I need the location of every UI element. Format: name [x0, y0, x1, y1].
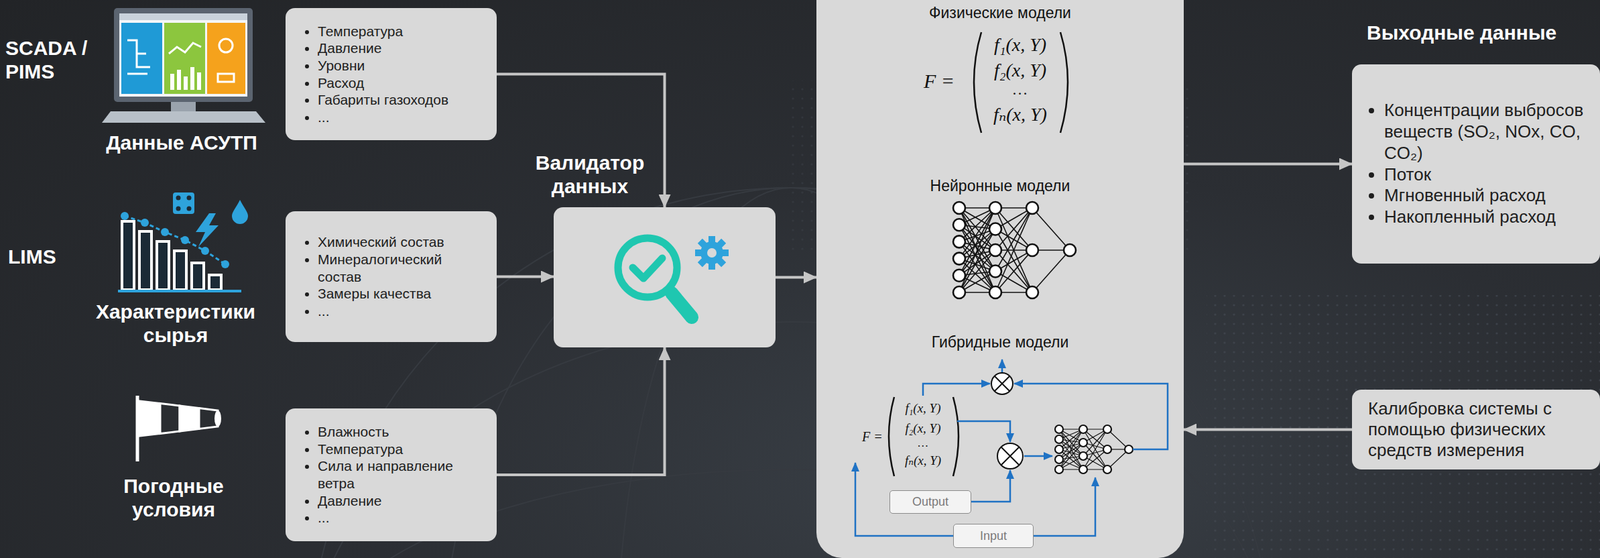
flow-arrow	[496, 347, 665, 475]
box-text: Калибровка системы с помощью физических …	[1368, 398, 1591, 462]
bullet-item: Уровни	[317, 56, 449, 75]
section-title: Нейронные модели	[816, 176, 1184, 196]
bullet-item: Габариты газоходов	[317, 91, 449, 109]
formula-text: f₁(x, Y)	[976, 34, 1064, 56]
multiply-symbol	[991, 372, 1023, 469]
flow-arrow	[496, 74, 665, 208]
bullet-item: Минералогический состав	[317, 250, 486, 285]
neural-network-icon	[1055, 424, 1133, 474]
calibration-box: Калибровка системы с помощью физических …	[1351, 389, 1600, 470]
icon-caption: Характеристики сырья	[75, 300, 277, 347]
bullet-item: ...	[317, 108, 449, 127]
validator-box: Валидатор данных	[553, 207, 776, 348]
formula-text: F =	[862, 428, 889, 444]
bullet-item: ...	[317, 508, 486, 527]
output-data-box: Выходные данныеКонцентрации выбросов вещ…	[1351, 64, 1600, 264]
models-illustration	[816, 0, 1184, 558]
output-box: Output	[889, 489, 972, 514]
bullet-item: Давление	[317, 39, 449, 57]
icon-caption: Погодные условия	[89, 474, 258, 521]
bullet-item: Мгновенный расход	[1384, 185, 1591, 207]
bullet-list: ВлажностьТемператураСила и направление в…	[289, 422, 486, 527]
formula-text: fₙ(x, Y)	[976, 104, 1064, 126]
formula-text: f₁(x, Y)	[892, 401, 954, 416]
windsock-icon	[137, 395, 222, 462]
bullet-item: Температура	[317, 440, 486, 458]
validator-icon	[553, 207, 776, 348]
raw-material-icon	[117, 192, 249, 291]
bullet-item: Давление	[317, 491, 486, 510]
bullet-list: ТемператураДавлениеУровниРасходГабариты …	[289, 22, 449, 127]
bullet-item: ...	[317, 302, 486, 320]
flow-arrow	[496, 275, 554, 279]
flow-arrow	[1183, 428, 1352, 432]
node-heading: Выходные данные	[1366, 21, 1595, 45]
bullet-item: Сила и направление ветра	[317, 457, 486, 492]
bullet-item: Накопленный расход	[1384, 206, 1591, 228]
input-box: Input	[953, 523, 1034, 548]
bullet-item: Концентрации выбросов веществ (SO₂, NOx,…	[1384, 99, 1591, 164]
bullet-list: Химический составМинералогический состав…	[289, 233, 486, 320]
formula-text: …	[892, 437, 954, 450]
system-label: LIMS	[8, 245, 102, 269]
formula-text: F =	[923, 69, 972, 92]
input-data-box: ТемператураДавлениеУровниРасходГабариты …	[285, 8, 497, 141]
bullet-item: Температура	[317, 22, 449, 41]
input-data-box: ВлажностьТемператураСила и направление в…	[285, 408, 497, 541]
box-text: Input	[979, 528, 1007, 543]
formula-text: …	[976, 80, 1064, 98]
section-title: Физические модели	[816, 4, 1184, 23]
bullet-list: Концентрации выбросов веществ (SO₂, NOx,…	[1354, 99, 1591, 228]
section-title: Гибридные модели	[816, 333, 1184, 352]
hybrid-flow-lines	[855, 359, 1168, 536]
formula-text: fₙ(x, Y)	[892, 453, 954, 468]
icon-caption: Данные АСУТП	[74, 131, 289, 155]
matrix-brackets	[888, 32, 1068, 476]
flow-arrow	[1183, 162, 1352, 166]
bullet-item: Поток	[1384, 164, 1591, 186]
neural-network-icon	[953, 201, 1076, 299]
bullet-item: Химический состав	[317, 233, 486, 251]
bullet-item: Расход	[317, 74, 449, 92]
formula-text: f₂(x, Y)	[976, 60, 1064, 82]
bullet-item: Замеры качества	[317, 284, 486, 303]
input-data-box: Химический составМинералогический состав…	[285, 211, 497, 342]
box-text: Output	[912, 494, 949, 509]
node-heading: Валидатор данных	[522, 151, 657, 198]
formula-text: f₂(x, Y)	[892, 421, 954, 436]
bullet-item: Влажность	[317, 422, 486, 441]
models-panel: OutputInput Физические моделиНейронные мо…	[816, 0, 1184, 558]
flow-arrow	[775, 276, 817, 279]
monitor-icon	[101, 8, 266, 123]
system-label: SCADA / PIMS	[5, 36, 103, 84]
